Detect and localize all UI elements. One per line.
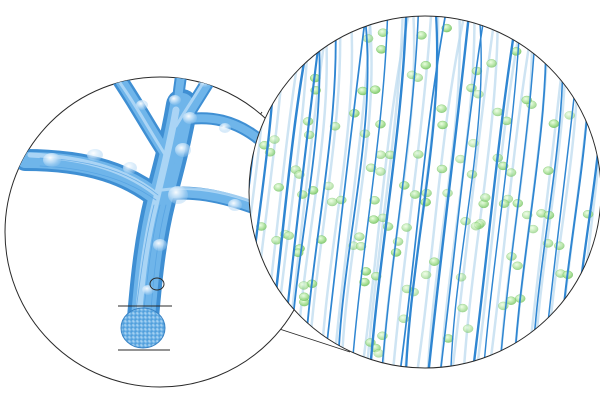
green-particle xyxy=(376,45,387,54)
green-particle xyxy=(401,223,412,232)
green-particle xyxy=(466,83,477,93)
green-particle xyxy=(498,199,510,208)
green-particle xyxy=(582,209,594,219)
green-particle xyxy=(316,235,327,244)
green-particle xyxy=(409,190,421,199)
green-particle xyxy=(390,248,402,257)
green-particle xyxy=(375,167,386,176)
green-particle xyxy=(377,28,389,37)
green-particle xyxy=(492,107,503,117)
green-particle xyxy=(437,120,448,130)
green-particle xyxy=(365,163,377,173)
green-particle xyxy=(307,186,319,195)
blue-strand xyxy=(480,16,522,368)
green-particle xyxy=(420,60,431,70)
blue-strand xyxy=(366,16,408,368)
green-particle xyxy=(355,242,367,251)
green-particle xyxy=(412,73,423,82)
green-particle xyxy=(457,303,468,313)
green-particle xyxy=(473,89,484,99)
green-particle xyxy=(370,85,381,94)
green-particle xyxy=(327,197,338,207)
green-particle xyxy=(299,292,310,301)
blue-strand xyxy=(436,16,488,368)
green-particle xyxy=(543,166,554,175)
green-particle xyxy=(462,324,474,333)
blue-strand xyxy=(395,16,450,368)
green-particle xyxy=(354,232,365,241)
green-particle xyxy=(436,164,448,174)
green-particle xyxy=(564,111,575,120)
blue-strand xyxy=(348,16,389,368)
faint-strand xyxy=(447,16,499,368)
blue-strand xyxy=(378,16,420,368)
green-particle xyxy=(455,273,467,282)
green-particle xyxy=(548,119,560,128)
green-particle xyxy=(368,215,379,224)
green-particle xyxy=(486,59,497,68)
hyphae-cross-section xyxy=(118,305,172,351)
green-particle xyxy=(297,190,308,199)
green-particle xyxy=(273,183,284,192)
cell-bubbles xyxy=(43,77,242,295)
green-particle xyxy=(429,257,440,266)
blue-strand xyxy=(404,16,439,368)
green-particle xyxy=(413,150,424,159)
green-particle xyxy=(420,270,432,280)
green-particle xyxy=(269,135,280,144)
green-particle xyxy=(480,193,491,202)
blue-strand xyxy=(424,16,472,368)
green-particle xyxy=(369,196,380,205)
faint-strand xyxy=(411,16,469,368)
green-particle xyxy=(329,122,341,131)
green-particle xyxy=(399,181,410,190)
green-particle xyxy=(470,221,482,231)
green-particle xyxy=(505,168,517,177)
green-particle xyxy=(360,267,372,276)
green-particle xyxy=(436,104,447,113)
green-particle xyxy=(298,281,309,290)
green-particle xyxy=(359,277,370,287)
green-particle xyxy=(416,31,427,40)
blue-strand xyxy=(449,16,482,368)
hyphae-overview-circle xyxy=(4,76,316,388)
green-particle xyxy=(497,161,509,171)
branching-hyphae xyxy=(14,77,267,351)
green-particle xyxy=(283,231,294,240)
green-particle xyxy=(362,34,374,43)
blue-strand xyxy=(336,16,369,368)
green-particle xyxy=(304,130,315,140)
green-particle xyxy=(271,236,282,245)
zoom-target-marker xyxy=(149,277,165,291)
faint-strand xyxy=(339,16,373,368)
green-particle xyxy=(392,237,404,246)
magnified-view-circle xyxy=(248,15,600,369)
green-particle xyxy=(512,261,523,270)
green-particle xyxy=(373,349,384,358)
green-particle xyxy=(336,195,347,205)
blue-strand xyxy=(468,16,521,368)
